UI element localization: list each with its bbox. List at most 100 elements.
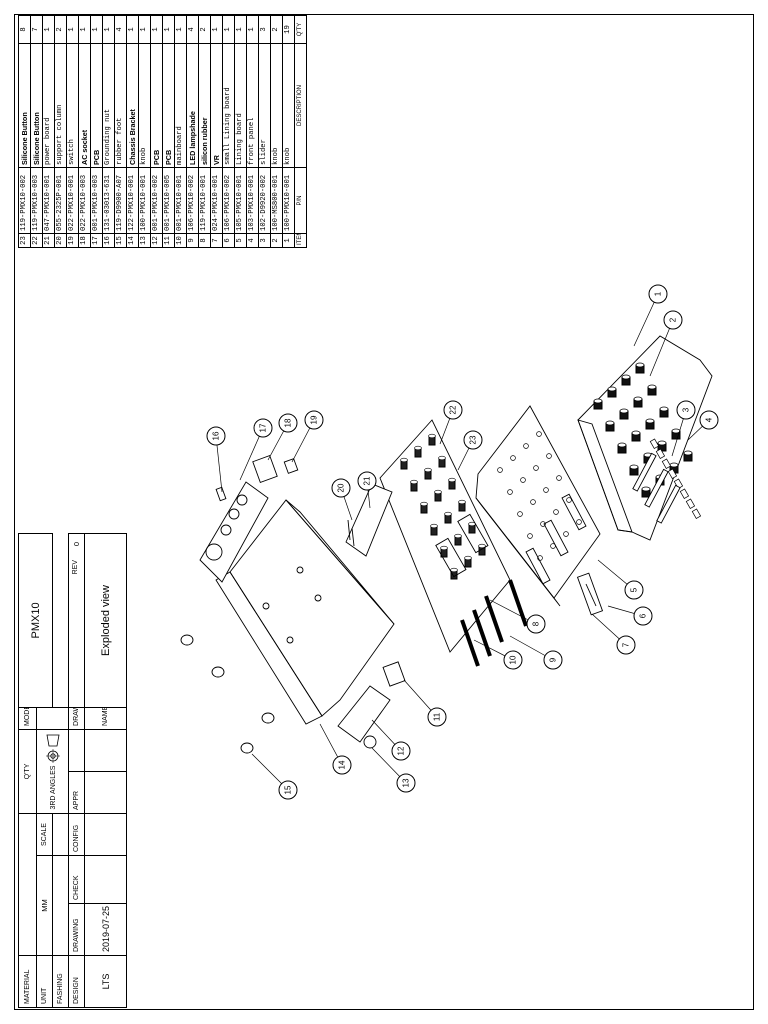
projection-symbol: 3RD ANGLES <box>36 729 69 814</box>
button-icon <box>649 438 660 449</box>
knob-icon <box>659 406 669 418</box>
item-balloon: 23 <box>463 430 483 450</box>
hole-icon <box>507 489 513 495</box>
balloon-number: 14 <box>338 760 347 769</box>
balloon-number: 10 <box>509 655 518 664</box>
balloon-number: 21 <box>363 476 372 485</box>
pot-icon <box>468 521 476 534</box>
knob-13 <box>363 735 377 749</box>
balloon-number: 9 <box>549 657 558 662</box>
balloon-number: 15 <box>284 785 293 794</box>
balloon-number: 17 <box>259 423 268 432</box>
hole-icon <box>530 499 536 505</box>
knob-icon <box>683 450 693 462</box>
item-balloon: 13 <box>396 773 416 793</box>
pot-icon <box>438 455 446 468</box>
pot-icon <box>450 567 458 580</box>
item-balloon: 10 <box>503 650 523 670</box>
switch <box>283 458 299 474</box>
item-balloon: 5 <box>624 580 644 600</box>
hole-icon <box>543 487 549 493</box>
hole-icon <box>523 443 529 449</box>
third-angle-projection-icon <box>45 735 60 764</box>
item-balloon: 17 <box>253 418 273 438</box>
knob-icon <box>629 464 639 476</box>
item-balloon: 18 <box>278 413 298 433</box>
item-balloon: 1 <box>648 284 668 304</box>
knob-icon <box>671 428 681 440</box>
knob-icon <box>619 408 629 420</box>
pot-icon <box>454 533 462 546</box>
pot-icon <box>420 501 428 514</box>
drawing-frame <box>14 14 754 1010</box>
lining-board <box>475 405 601 607</box>
balloon-number: 4 <box>705 417 714 422</box>
balloon-number: 3 <box>682 407 691 412</box>
hole-icon <box>510 455 516 461</box>
pot-icon <box>464 555 472 568</box>
button-icon <box>673 478 684 489</box>
pcb-12 <box>337 685 391 743</box>
button-icon <box>685 498 696 509</box>
pot-icon <box>434 489 442 502</box>
hole-icon <box>497 467 503 473</box>
balloon-number: 11 <box>433 712 442 721</box>
item-balloon: 9 <box>543 650 563 670</box>
item-balloon: 16 <box>206 426 226 446</box>
item-balloon: 2 <box>663 310 683 330</box>
leader-line <box>649 319 674 377</box>
item-balloon: 4 <box>699 410 719 430</box>
power-board <box>345 483 393 557</box>
balloon-number: 22 <box>449 405 458 414</box>
hole-icon <box>533 465 539 471</box>
balloon-number: 2 <box>669 317 678 322</box>
knob-icon <box>635 362 645 374</box>
pot-icon <box>424 467 432 480</box>
hole-icon <box>576 519 582 525</box>
pot-icon <box>400 457 408 470</box>
front-panel-sliders <box>632 452 681 524</box>
hole-icon <box>536 431 542 437</box>
hole-icon <box>563 531 569 537</box>
button-icon <box>655 448 666 459</box>
item-balloon: 6 <box>633 606 653 626</box>
pot-icon <box>410 479 418 492</box>
knob-icon <box>641 486 651 498</box>
item-balloon: 20 <box>331 478 351 498</box>
grounding-nut <box>215 486 227 502</box>
button-icon <box>679 488 690 499</box>
item-balloon: 15 <box>278 780 298 800</box>
balloon-number: 7 <box>622 642 631 647</box>
small-lining-board-and-vr <box>576 572 604 616</box>
balloon-number: 19 <box>310 415 319 424</box>
knob-icon <box>605 420 615 432</box>
balloon-number: 13 <box>402 778 411 787</box>
hole-icon <box>546 453 552 459</box>
balloon-number: 23 <box>469 435 478 444</box>
item-balloon: 19 <box>304 410 324 430</box>
knob-icon <box>607 386 617 398</box>
hole-icon <box>520 477 526 483</box>
balloon-number: 5 <box>630 587 639 592</box>
knob-icon <box>657 440 667 452</box>
item-balloon: 21 <box>357 471 377 491</box>
pot-icon <box>430 523 438 536</box>
knob-icon <box>617 442 627 454</box>
knob-icon <box>647 384 657 396</box>
item-balloon: 7 <box>616 635 636 655</box>
balloon-number: 6 <box>639 613 648 618</box>
button-icon <box>661 458 672 469</box>
hole-icon <box>527 533 533 539</box>
hole-icon <box>556 475 562 481</box>
item-balloon: 11 <box>427 707 447 727</box>
balloon-number: 1 <box>654 291 663 296</box>
led-lampshades <box>460 579 528 667</box>
pot-icon <box>444 511 452 524</box>
pot-icon <box>478 543 486 556</box>
balloon-number: 20 <box>337 483 346 492</box>
hole-icon <box>517 511 523 517</box>
pcb-11 <box>382 661 406 687</box>
balloon-number: 18 <box>284 418 293 427</box>
knob-icon <box>621 374 631 386</box>
